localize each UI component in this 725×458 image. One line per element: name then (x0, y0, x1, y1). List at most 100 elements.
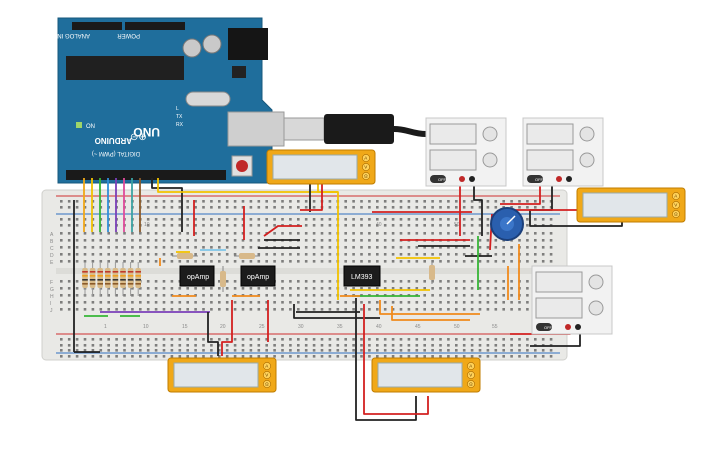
wires[interactable] (73, 178, 623, 421)
meter-mode-button[interactable] (467, 380, 475, 388)
multimeter[interactable]: AVΩ (266, 149, 376, 185)
meter-mode-label: A (265, 364, 268, 369)
resistor[interactable] (135, 262, 141, 296)
meter-mode-label: V (469, 373, 472, 378)
capacitor (182, 38, 202, 58)
chip-label: LM393 (351, 274, 373, 281)
multimeter[interactable]: AVΩ (576, 187, 686, 223)
resistor[interactable] (429, 262, 435, 284)
wire[interactable] (391, 306, 470, 321)
wire[interactable] (529, 186, 623, 227)
terminal-positive[interactable] (556, 176, 562, 182)
power-supply[interactable]: OFF (522, 117, 604, 187)
potentiometer[interactable] (490, 207, 524, 241)
resistor[interactable] (172, 253, 198, 259)
wire[interactable] (363, 304, 429, 415)
wire[interactable] (157, 178, 339, 300)
meter-mode-button[interactable] (362, 172, 370, 180)
resistor[interactable] (127, 262, 134, 296)
resistor[interactable] (220, 266, 226, 292)
capacitor (202, 34, 222, 54)
chip-label: opAmp (187, 274, 209, 281)
arduino-uno-board[interactable]: ON TX RX L UNO ARDUINO DIGITAL (PWM ~) P… (57, 17, 285, 184)
knob-icon[interactable] (579, 126, 595, 142)
row-letter: E (50, 260, 54, 266)
rx-label: RX (176, 122, 184, 128)
column-number: 25 (259, 324, 265, 330)
atmega-chip (66, 56, 184, 80)
wire[interactable] (207, 312, 219, 356)
meter-mode-button[interactable] (467, 371, 475, 379)
knob-icon[interactable] (579, 152, 595, 168)
meter-mode-button[interactable] (263, 380, 271, 388)
column-number: 50 (454, 222, 460, 228)
resistor[interactable] (105, 262, 111, 296)
terminal-positive[interactable] (565, 324, 571, 330)
power-supply[interactable]: OFF (425, 117, 507, 187)
meter-mode-button[interactable] (362, 154, 370, 162)
power-switch[interactable] (536, 323, 552, 331)
usb-cable[interactable] (283, 114, 427, 144)
meter-mode-label: V (265, 373, 268, 378)
resistor[interactable] (97, 262, 103, 296)
meter-mode-label: A (364, 156, 367, 161)
terminal-positive[interactable] (459, 176, 465, 182)
resistor[interactable] (82, 262, 88, 296)
resistor[interactable] (120, 262, 126, 296)
column-number: 40 (376, 324, 382, 330)
opamp-chip-1[interactable]: opAmp (179, 265, 215, 287)
lm393-chip[interactable]: LM393 (343, 265, 381, 287)
row-letter: D (50, 253, 54, 259)
knob-icon[interactable] (588, 300, 604, 316)
row-letter: F (50, 280, 53, 286)
voltage-regulator (232, 66, 246, 78)
power-switch[interactable] (527, 175, 543, 183)
power-switch[interactable] (430, 175, 446, 183)
reset-button[interactable] (236, 160, 248, 172)
multimeter[interactable]: AVΩ (371, 357, 481, 393)
column-number: 45 (415, 324, 421, 330)
off-label: OFF (438, 177, 447, 182)
meter-mode-label: V (674, 203, 677, 208)
meter-mode-button[interactable] (672, 201, 680, 209)
resistor[interactable] (89, 262, 96, 296)
meter-mode-button[interactable] (672, 210, 680, 218)
row-letter: B (50, 239, 54, 245)
wire[interactable] (473, 186, 483, 236)
wire[interactable] (300, 178, 323, 211)
knob-icon[interactable] (588, 274, 604, 290)
resistor[interactable] (112, 262, 119, 296)
power-supply[interactable]: OFF (531, 265, 613, 335)
meter-mode-button[interactable] (263, 362, 271, 370)
wire[interactable] (355, 298, 417, 421)
wire[interactable] (151, 178, 183, 232)
wire[interactable] (263, 225, 302, 237)
terminal-negative[interactable] (566, 176, 572, 182)
wire[interactable] (500, 186, 541, 205)
tx-label: TX (176, 114, 183, 120)
wire[interactable] (221, 300, 233, 356)
knob-icon[interactable] (482, 126, 498, 142)
meter-mode-button[interactable] (362, 163, 370, 171)
multimeter[interactable]: AVΩ (167, 357, 277, 393)
resistor-array[interactable] (82, 262, 141, 296)
off-label: OFF (535, 177, 544, 182)
column-number: 10 (144, 222, 150, 228)
crystal (185, 91, 231, 107)
terminal-negative[interactable] (469, 176, 475, 182)
opamp-chip-2[interactable]: opAmp (240, 265, 276, 287)
terminal-negative[interactable] (575, 324, 581, 330)
meter-mode-button[interactable] (263, 371, 271, 379)
chip-label: opAmp (247, 274, 269, 281)
column-number: 35 (337, 324, 343, 330)
on-label: ON (86, 124, 95, 130)
meter-mode-button[interactable] (467, 362, 475, 370)
meter-mode-button[interactable] (672, 192, 680, 200)
wire[interactable] (379, 300, 480, 315)
wire[interactable] (293, 304, 380, 319)
row-letter: G (50, 287, 54, 293)
column-number: 10 (143, 324, 149, 330)
knob-icon[interactable] (482, 152, 498, 168)
resistor[interactable] (234, 253, 260, 259)
